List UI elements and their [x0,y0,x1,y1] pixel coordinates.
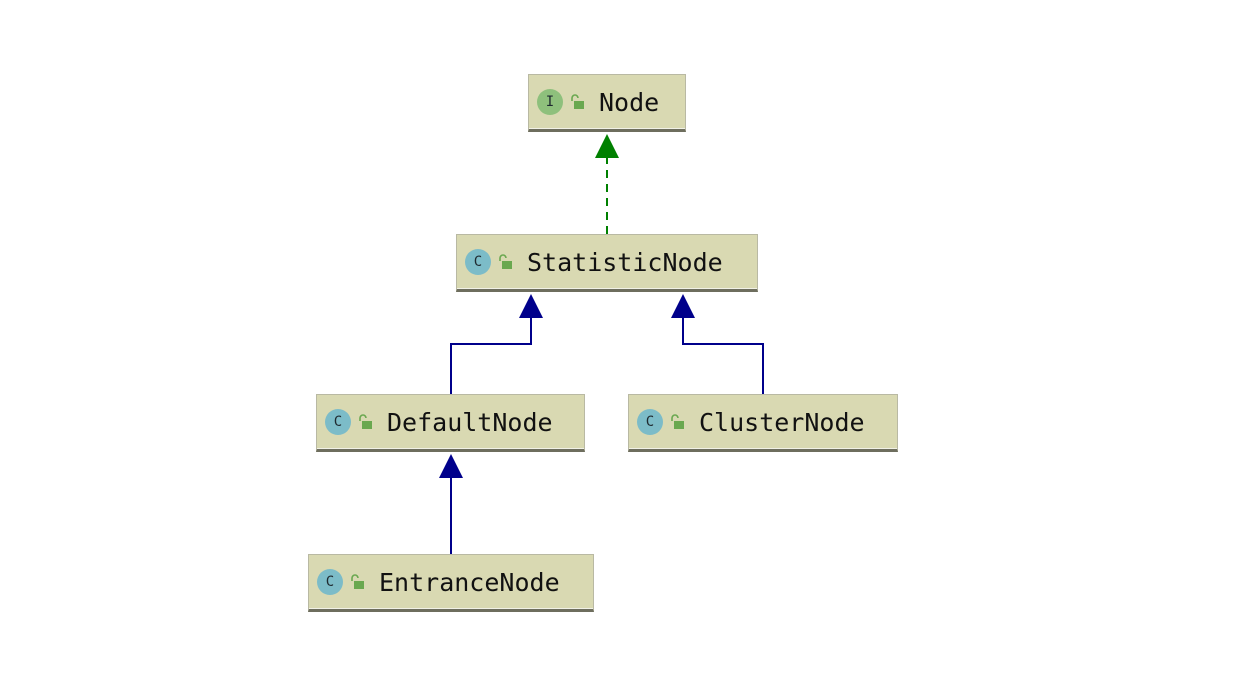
public-lock-icon [571,94,584,109]
public-lock-icon [351,574,364,589]
class-icon: C [637,409,663,435]
class-name: DefaultNode [387,407,553,437]
class-icon: C [465,249,491,275]
arrowhead-extends-defaultnode [439,454,463,478]
class-box-entrancenode[interactable]: C EntranceNode [308,554,594,612]
arrowhead-implements-node [595,134,619,158]
class-icon: C [317,569,343,595]
arrowhead-extends-statisticnode-left [519,294,543,318]
public-lock-icon [499,254,512,269]
class-name: ClusterNode [699,407,865,437]
class-box-clusternode[interactable]: C ClusterNode [628,394,898,452]
class-icon: C [325,409,351,435]
interface-icon: I [537,89,563,115]
edge-defaultnode-statisticnode [450,318,532,394]
public-lock-icon [671,414,684,429]
edge-clusternode-statisticnode [682,318,764,394]
public-lock-icon [359,414,372,429]
class-box-statisticnode[interactable]: C StatisticNode [456,234,758,292]
class-name: Node [599,87,660,117]
class-name: EntranceNode [379,567,560,597]
class-box-defaultnode[interactable]: C DefaultNode [316,394,585,452]
class-box-node[interactable]: I Node [528,74,686,132]
class-name: StatisticNode [527,247,723,277]
arrowhead-extends-statisticnode-right [671,294,695,318]
